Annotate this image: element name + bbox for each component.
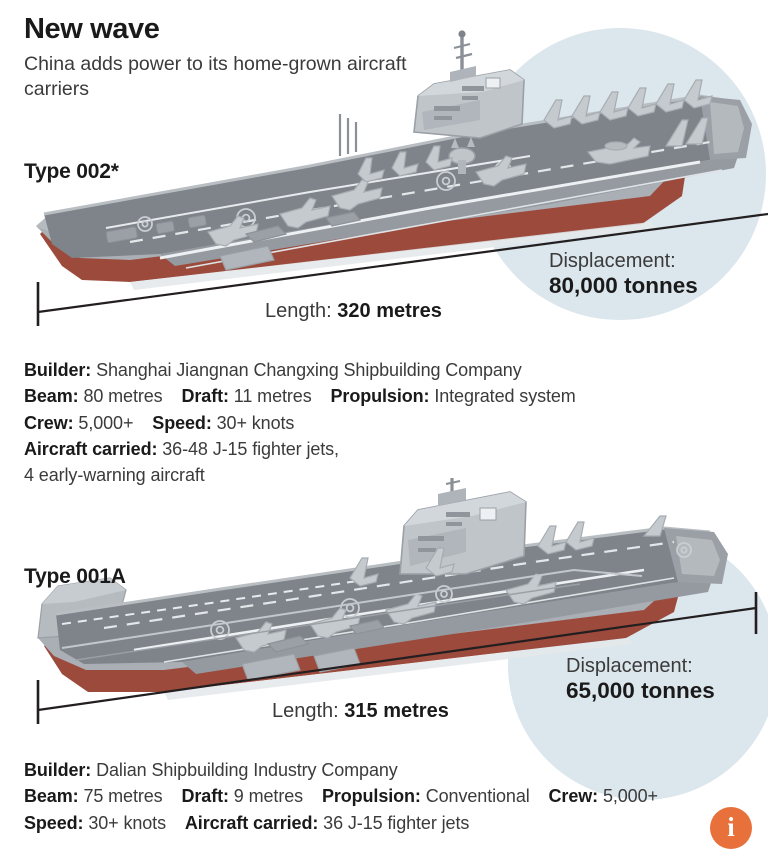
displacement-callout-type-001a: Displacement: 65,000 tonnes [566,655,715,704]
aircraft-label: Aircraft carried: [184,812,319,833]
displacement-callout-type-002: Displacement: 80,000 tonnes [549,250,698,299]
propulsion-label: Propulsion: [330,386,430,407]
page-title: New wave [24,13,160,45]
crew-value: 5,000+ [602,786,658,807]
spec-block-type-001a: Builder: Dalian Shipbuilding Industry Co… [24,757,768,836]
crew-label: Crew: [548,786,599,807]
spec-row-beam-draft-propulsion-crew: Beam: 75 metres Draft: 9 metres Propulsi… [24,783,768,809]
carrier-illustration-type-002 [36,30,752,290]
builder-label: Builder: [24,360,92,380]
length-caption-type-001a: Length: 315 metres [272,700,449,723]
beam-value: 80 metres [83,386,163,407]
carrier-illustration-type-001a [37,478,728,700]
length-dimension-line-type-002 [36,212,768,326]
length-value: 315 metres [344,700,449,722]
info-glyph: i [727,811,735,842]
draft-value: 9 metres [233,786,304,807]
speed-value: 30+ knots [88,812,166,833]
displacement-value: 80,000 tonnes [549,273,698,299]
displacement-label: Displacement: [566,655,693,677]
spec-row-beam-draft-propulsion: Beam: 80 metres Draft: 11 metres Propuls… [24,383,768,409]
length-value: 320 metres [337,300,442,322]
builder-value: Shanghai Jiangnan Changxing Shipbuilding… [96,360,522,380]
crew-label: Crew: [24,412,74,433]
displacement-label: Displacement: [549,250,676,272]
displacement-value: 65,000 tonnes [566,678,715,704]
length-dimension-line-type-001a [36,592,758,724]
beam-label: Beam: [24,786,79,807]
spec-row-aircraft-continued: 4 early-warning aircraft [24,465,205,486]
propulsion-value: Integrated system [434,386,576,407]
spec-block-type-002: Builder: Shanghai Jiangnan Changxing Shi… [24,357,768,488]
spec-row-crew-speed: Crew: 5,000+ Speed: 30+ knots [24,410,768,436]
draft-label: Draft: [181,386,229,407]
aircraft-label: Aircraft carried: [24,438,158,459]
carrier-name-type-002: Type 002* [24,160,119,183]
speed-label: Speed: [152,412,212,433]
speed-label: Speed: [24,812,84,833]
builder-value: Dalian Shipbuilding Industry Company [96,760,398,780]
spec-row-speed-aircraft: Speed: 30+ knots Aircraft carried: 36 J-… [24,810,768,836]
spec-row-aircraft: Aircraft carried: 36-48 J-15 fighter jet… [24,436,768,462]
beam-value: 75 metres [83,786,163,807]
carrier-name-type-001a: Type 001A [24,565,126,588]
beam-label: Beam: [24,386,79,407]
page-subtitle: China adds power to its home-grown aircr… [24,53,407,100]
length-label: Length: [272,700,339,722]
length-label: Length: [265,300,332,322]
crew-value: 5,000+ [78,412,134,433]
draft-label: Draft: [181,786,229,807]
aircraft-value: 36-48 J-15 fighter jets, [162,438,339,459]
aircraft-value: 36 J-15 fighter jets [323,812,470,833]
length-caption-type-002: Length: 320 metres [265,300,442,323]
propulsion-label: Propulsion: [321,786,421,807]
spec-row-builder: Builder: Dalian Shipbuilding Industry Co… [24,757,768,783]
propulsion-value: Conventional [425,786,530,807]
spec-row-builder: Builder: Shanghai Jiangnan Changxing Shi… [24,357,768,383]
speed-value: 30+ knots [216,412,295,433]
info-icon[interactable]: i [710,807,752,849]
draft-value: 11 metres [233,386,312,407]
builder-label: Builder: [24,760,92,780]
